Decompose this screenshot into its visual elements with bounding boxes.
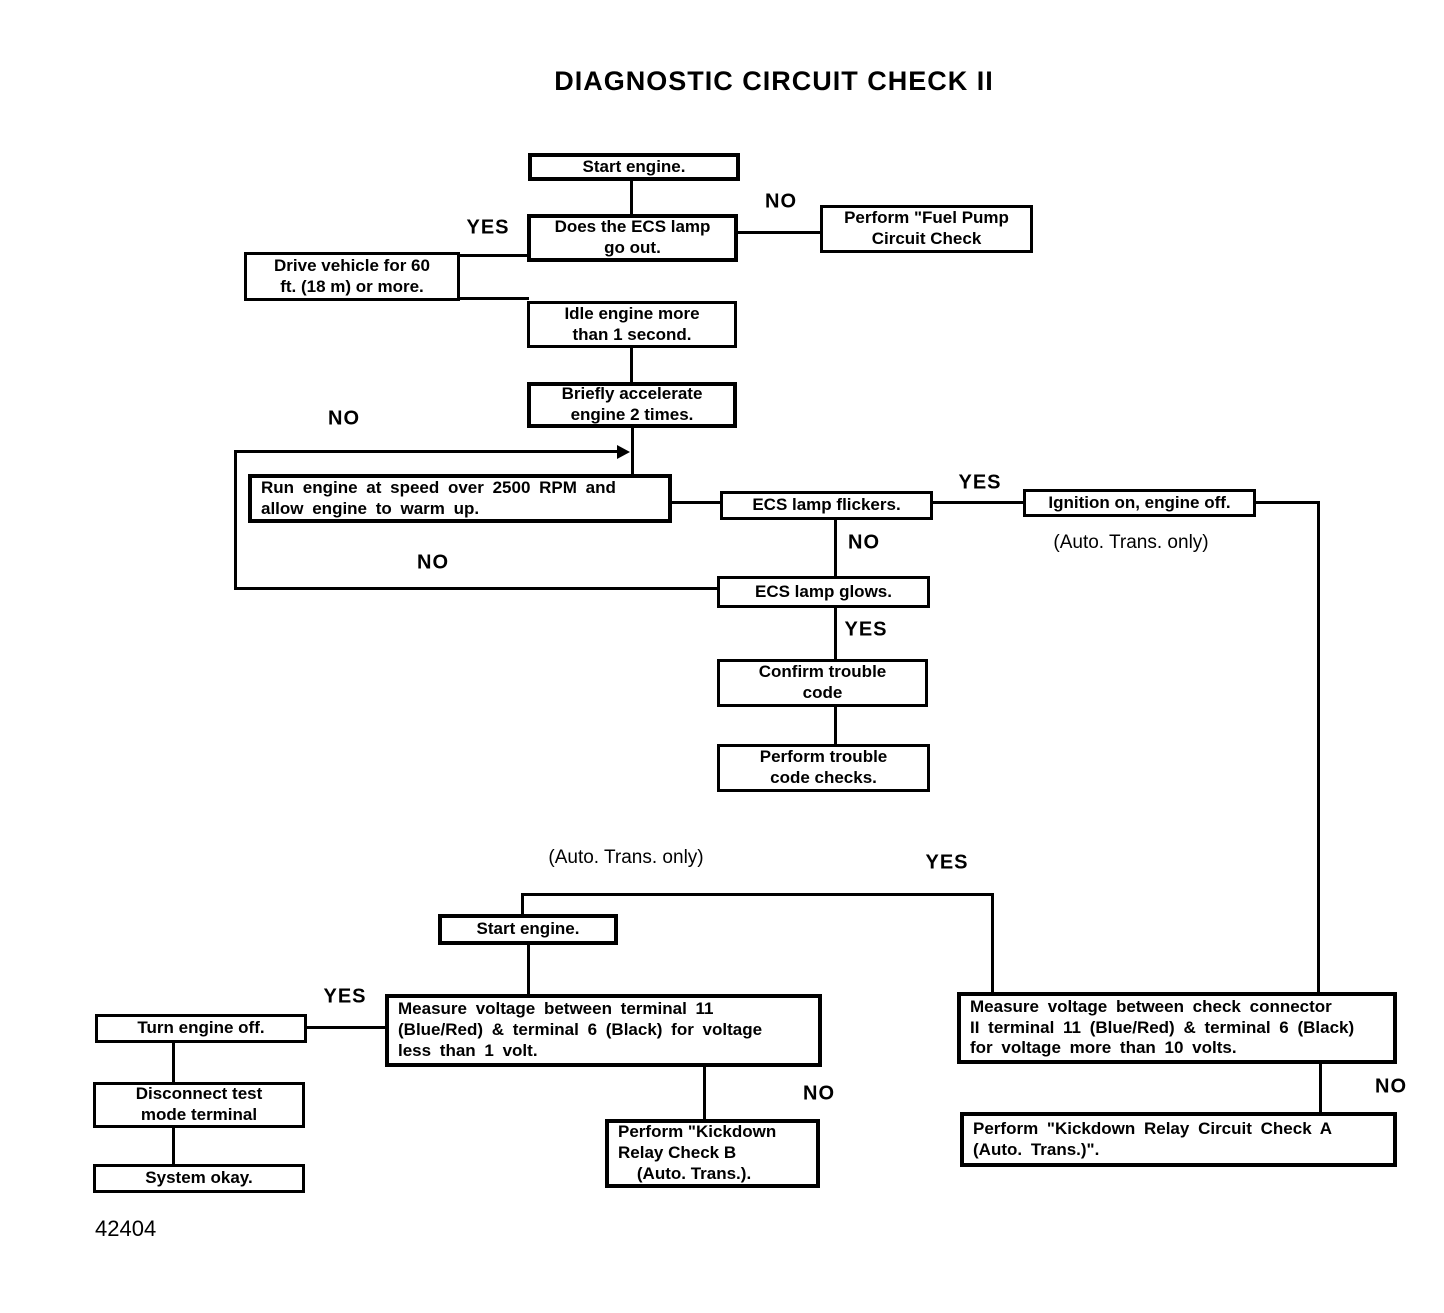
connector	[172, 1127, 175, 1166]
connector	[834, 706, 837, 746]
node-disconnect-test-mode: Disconnect test mode terminal	[93, 1082, 305, 1128]
connector	[234, 450, 618, 453]
connector	[527, 944, 530, 996]
node-confirm-trouble-code: Confirm trouble code	[717, 659, 928, 707]
connector	[521, 893, 524, 916]
connector	[932, 501, 1025, 504]
node-turn-engine-off: Turn engine off.	[95, 1014, 307, 1043]
connector	[738, 231, 822, 234]
connector	[521, 893, 994, 896]
node-system-okay: System okay.	[93, 1164, 305, 1193]
connector	[631, 426, 634, 476]
annotation-auto-trans-lower: (Auto. Trans. only)	[548, 847, 704, 868]
connector	[671, 501, 721, 504]
connector	[458, 254, 529, 257]
node-measure-voltage-high: Measure voltage between check connector …	[957, 992, 1397, 1064]
node-kickdown-relay-b: Perform "Kickdown Relay Check B (Auto. T…	[605, 1119, 820, 1188]
connector	[306, 1026, 386, 1029]
connector	[834, 519, 837, 578]
connector	[234, 450, 237, 590]
connector	[834, 607, 837, 661]
node-start-engine-lower: Start engine.	[438, 914, 618, 945]
edge-label-no: NO	[803, 1082, 835, 1105]
edge-label-no: NO	[1375, 1075, 1407, 1098]
node-ecs-lamp-flickers: ECS lamp flickers.	[720, 491, 933, 520]
connector	[1317, 501, 1320, 994]
connector	[172, 1042, 175, 1084]
connector	[703, 1066, 706, 1121]
node-measure-voltage-low: Measure voltage between terminal 11 (Blu…	[385, 994, 822, 1067]
annotation-auto-trans-upper: (Auto. Trans. only)	[1053, 532, 1209, 553]
node-kickdown-relay-a: Perform "Kickdown Relay Circuit Check A …	[960, 1112, 1397, 1167]
node-run-engine: Run engine at speed over 2500 RPM and al…	[248, 474, 672, 523]
figure-number: 42404	[95, 1216, 157, 1241]
connector	[234, 587, 717, 590]
connector	[1255, 501, 1320, 504]
edge-label-no: NO	[328, 407, 360, 430]
connector	[1319, 1063, 1322, 1114]
edge-label-yes: YES	[466, 216, 510, 239]
node-ignition-on-engine-off: Ignition on, engine off.	[1023, 489, 1256, 517]
edge-label-yes: YES	[958, 471, 1002, 494]
node-start-engine-top: Start engine.	[528, 153, 740, 181]
node-ecs-lamp-glows: ECS lamp glows.	[717, 576, 930, 608]
node-briefly-accelerate: Briefly accelerate engine 2 times.	[527, 382, 737, 428]
edge-label-no: NO	[848, 531, 880, 554]
connector	[630, 180, 633, 216]
edge-label-no: NO	[765, 190, 797, 213]
node-fuel-pump-check: Perform "Fuel Pump Circuit Check	[820, 205, 1033, 253]
connector	[458, 297, 529, 300]
arrowhead	[617, 445, 630, 459]
node-drive-vehicle: Drive vehicle for 60 ft. (18 m) or more.	[244, 252, 460, 301]
edge-label-no: NO	[417, 551, 449, 574]
node-idle-engine: Idle engine more than 1 second.	[527, 301, 737, 348]
page-title: DIAGNOSTIC CIRCUIT CHECK II	[554, 66, 994, 96]
connector	[991, 895, 994, 994]
node-ecs-lamp-go-out: Does the ECS lamp go out.	[527, 214, 738, 262]
edge-label-yes: YES	[925, 851, 969, 874]
edge-label-yes: YES	[323, 985, 367, 1008]
edge-label-yes: YES	[844, 618, 888, 641]
node-perform-trouble-code-checks: Perform trouble code checks.	[717, 744, 930, 792]
connector	[630, 347, 633, 384]
